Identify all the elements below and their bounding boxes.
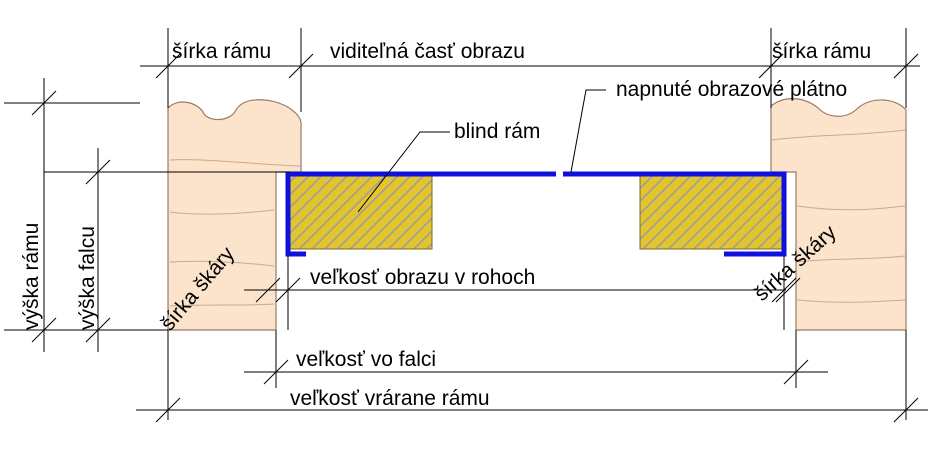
- label-frame-height: výška rámu: [20, 223, 43, 330]
- left-stretcher-bar: [289, 174, 433, 250]
- label-stretcher-frame: blind rám: [454, 120, 540, 143]
- label-frame-width-left: šírka rámu: [172, 40, 271, 63]
- stretched-canvas: [285, 171, 787, 257]
- dimension-ticks: [31, 53, 919, 423]
- label-visible-part: viditeľná časť obrazu: [330, 40, 525, 63]
- right-frame-profile: [770, 98, 907, 331]
- left-frame-profile: [167, 99, 302, 331]
- vertical-extension-lines: [43, 28, 907, 420]
- label-rebate-height: výška falcu: [76, 226, 99, 330]
- label-rebate-size: veľkosť vo falci: [296, 348, 436, 371]
- left-frame-body: [167, 99, 302, 331]
- label-stretched-canvas: napnuté obrazové plátno: [616, 78, 847, 101]
- horizontal-dimension-lines: [4, 65, 928, 411]
- label-image-size-corners: veľkosť obrazu v rohoch: [310, 266, 535, 289]
- label-frame-width-right: šírka rámu: [772, 40, 871, 63]
- stretcher-frame: [289, 174, 783, 250]
- label-frame-inner-size: veľkosť vrárane rámu: [290, 387, 490, 410]
- leader-lines: [357, 89, 606, 213]
- right-stretcher-bar: [639, 174, 783, 250]
- right-frame-body: [770, 98, 907, 331]
